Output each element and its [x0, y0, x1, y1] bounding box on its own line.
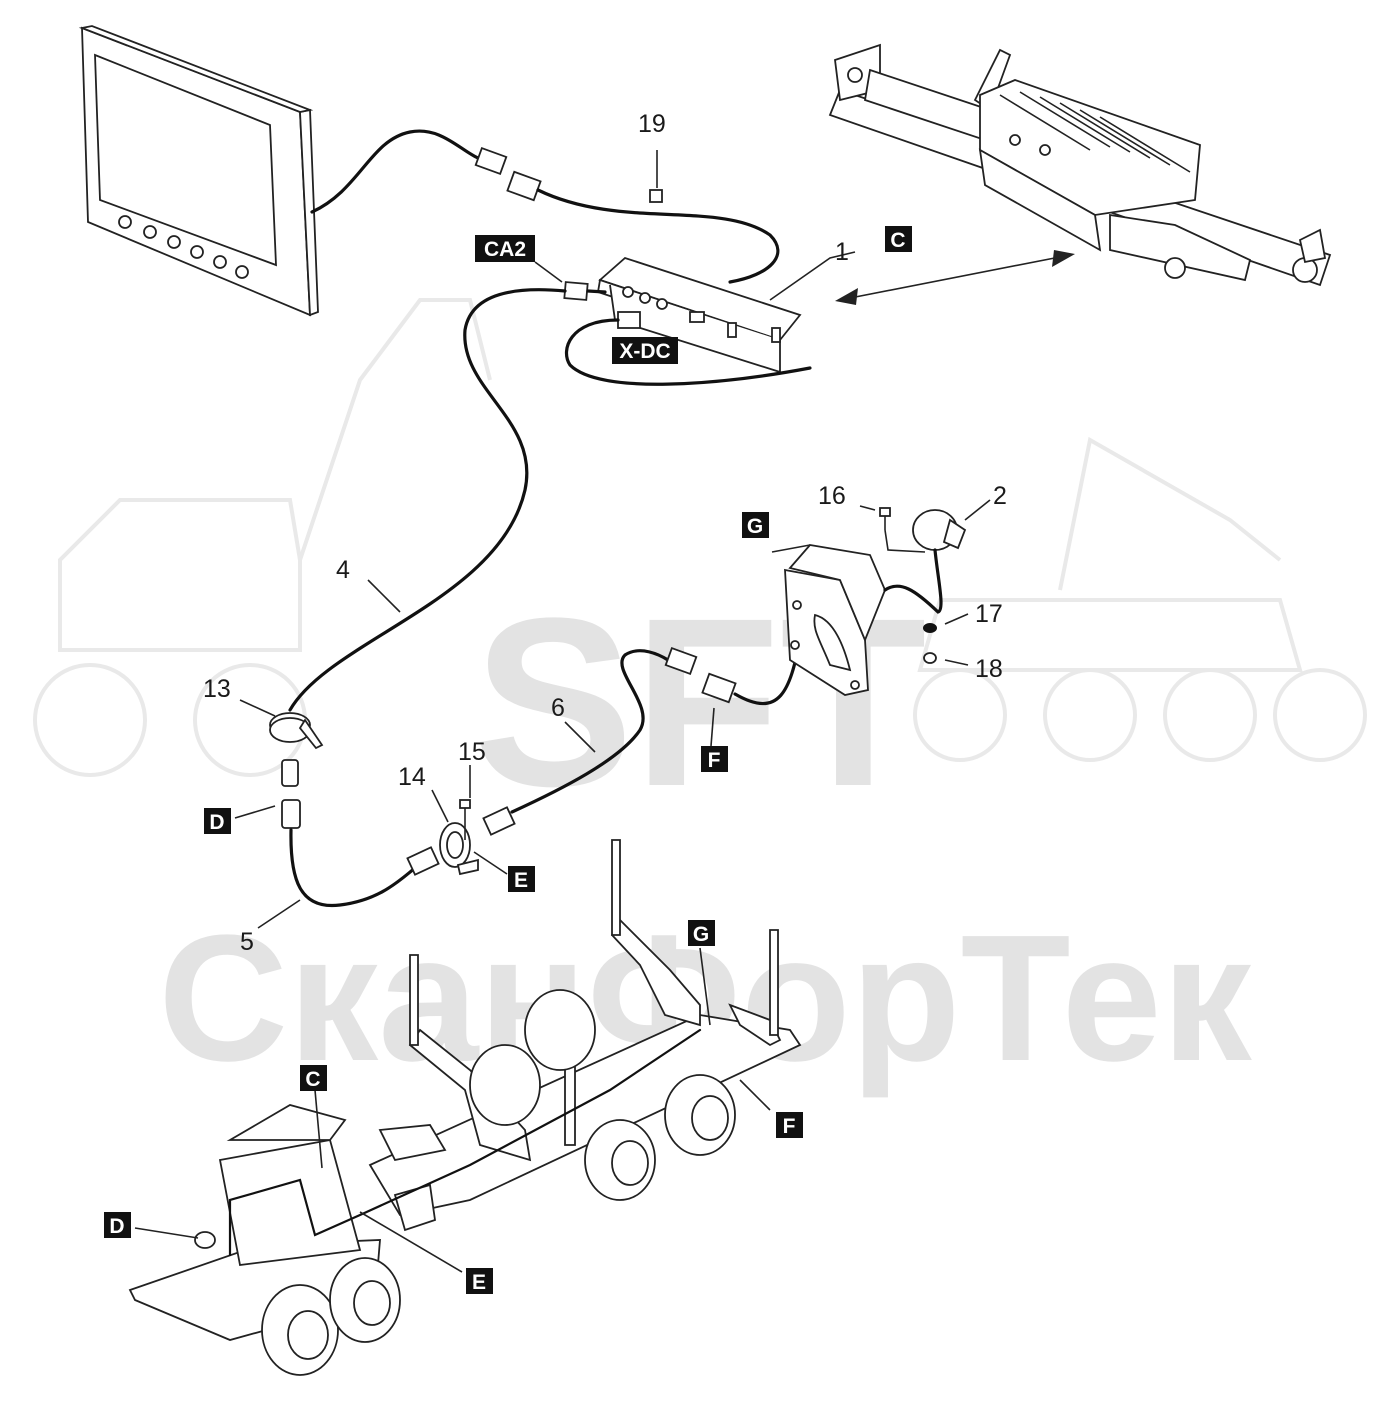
svg-text:C: C	[890, 229, 905, 252]
leader-lines	[134, 251, 991, 1273]
cable-4	[288, 281, 607, 712]
screw-15	[459, 799, 471, 840]
watermark-excavator-left	[33, 298, 492, 777]
tag-f-top: F	[701, 746, 728, 772]
svg-text:C: C	[305, 1068, 320, 1091]
cable-5	[289, 828, 440, 908]
part-number-18: 18	[975, 655, 1003, 683]
nut-18	[923, 652, 937, 664]
part-number-1: 1	[835, 238, 849, 266]
part-number-2: 2	[993, 482, 1007, 510]
connector-tags: CA2 X-DC C G F D E G	[104, 226, 912, 1294]
monitor-buttons	[118, 215, 249, 279]
part-number-13: 13	[203, 675, 231, 703]
part-number-19: 19	[638, 110, 666, 138]
computer-mounting-assembly	[828, 43, 1332, 287]
svg-text:G: G	[693, 923, 709, 946]
assembly-arrow	[835, 250, 1075, 305]
bracket-clamp-14	[439, 822, 479, 876]
tag-g-machine: G	[688, 920, 715, 946]
cable-6	[482, 646, 698, 836]
part-number-6: 6	[551, 694, 565, 722]
camera-bracket-g	[784, 544, 886, 696]
part-number-16: 16	[818, 482, 846, 510]
camera-d-position	[194, 1231, 216, 1249]
svg-text:D: D	[109, 1215, 124, 1238]
camera-2	[883, 509, 967, 614]
part-number-labels: 19 1 2 16 17 18 4 6 13 14 15 5	[203, 110, 1007, 956]
watermark-excavator-right	[913, 436, 1367, 762]
forwarder-machine	[128, 839, 802, 1376]
tag-c-machine: C	[300, 1065, 327, 1091]
washer-17	[923, 623, 937, 633]
svg-text:CA2: CA2	[484, 238, 526, 261]
svg-text:X-DC: X-DC	[619, 340, 670, 363]
svg-text:D: D	[209, 811, 224, 834]
heatsink-fins	[999, 91, 1191, 173]
part-number-5: 5	[240, 928, 254, 956]
tag-e-machine: E	[466, 1268, 493, 1294]
watermark: SFT СканФорТек	[33, 298, 1367, 1099]
svg-text:F: F	[708, 749, 721, 772]
tag-c-top: C	[885, 226, 912, 252]
part-number-4: 4	[336, 556, 350, 584]
tag-xdc: X-DC	[612, 337, 678, 364]
tag-d-machine: D	[104, 1212, 131, 1238]
tag-ca2: CA2	[475, 235, 535, 262]
svg-text:F: F	[783, 1115, 796, 1138]
tag-e-top: E	[508, 866, 535, 892]
connector-d	[281, 759, 301, 829]
ring-clamp-13	[269, 712, 324, 750]
svg-text:E: E	[514, 869, 528, 892]
xdc-cable	[564, 311, 812, 386]
svg-text:E: E	[472, 1271, 486, 1294]
monitor-display	[78, 25, 319, 317]
part-number-17: 17	[975, 600, 1003, 628]
screw-19	[649, 189, 663, 203]
monitor-cable	[310, 129, 780, 284]
tag-d-top: D	[204, 808, 231, 834]
tag-g-top: G	[742, 512, 769, 538]
part-number-14: 14	[398, 763, 426, 791]
screw-16	[879, 507, 891, 530]
computer-unit	[596, 189, 802, 374]
tag-f-machine: F	[776, 1112, 803, 1138]
part-number-15: 15	[458, 738, 486, 766]
svg-text:G: G	[747, 515, 763, 538]
